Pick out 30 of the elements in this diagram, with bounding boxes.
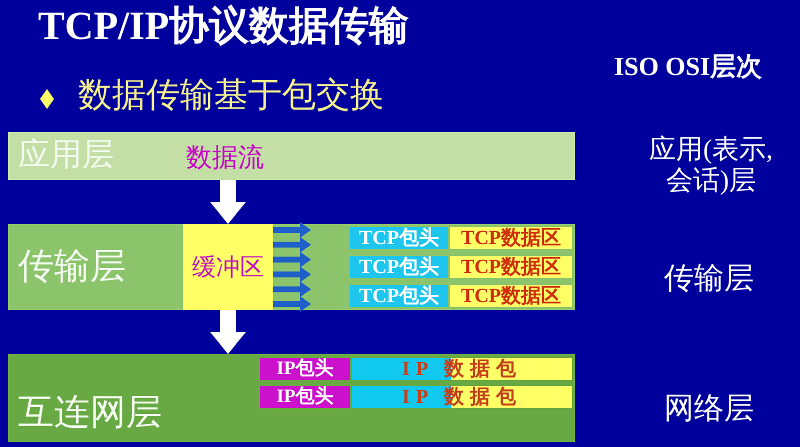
packet-header: IP包头 (260, 358, 350, 380)
arrow (273, 222, 311, 238)
layer-band (8, 224, 575, 310)
arrow (273, 252, 311, 268)
packet-data-field: TCP数据区 (450, 256, 572, 278)
packet-header: TCP包头 (350, 227, 448, 249)
osi-heading: ISO OSI层次 (614, 52, 762, 82)
arrow (273, 266, 311, 282)
buffer-block: 缓冲区 (183, 224, 273, 310)
osi-layer-label: 应用(表示,会话)层 (648, 134, 774, 196)
layer-label: 传输层 (18, 246, 126, 288)
arrow (273, 296, 311, 312)
arrow (210, 180, 246, 224)
packet-header: TCP包头 (350, 256, 448, 278)
slide-title: TCP/IP协议数据传输 (38, 2, 410, 50)
packet-header: IP包头 (260, 386, 350, 408)
flow-label: 数据流 (186, 144, 264, 174)
layer-band (8, 354, 575, 442)
arrow (210, 310, 246, 354)
osi-layer-label: 网络层 (664, 392, 754, 426)
layer-label: 应用层 (18, 136, 114, 173)
packet-data-field: TCP数据区 (450, 285, 572, 307)
layer-band (8, 132, 575, 180)
packet-header: TCP包头 (350, 285, 448, 307)
packet-data-field: TCP数据区 (450, 227, 572, 249)
osi-layer-label: 传输层 (664, 262, 754, 296)
arrow (273, 236, 311, 253)
layer-label: 互连网层 (18, 392, 162, 434)
arrow (273, 281, 311, 298)
bullet-text: 数据传输基于包交换 (78, 76, 384, 116)
